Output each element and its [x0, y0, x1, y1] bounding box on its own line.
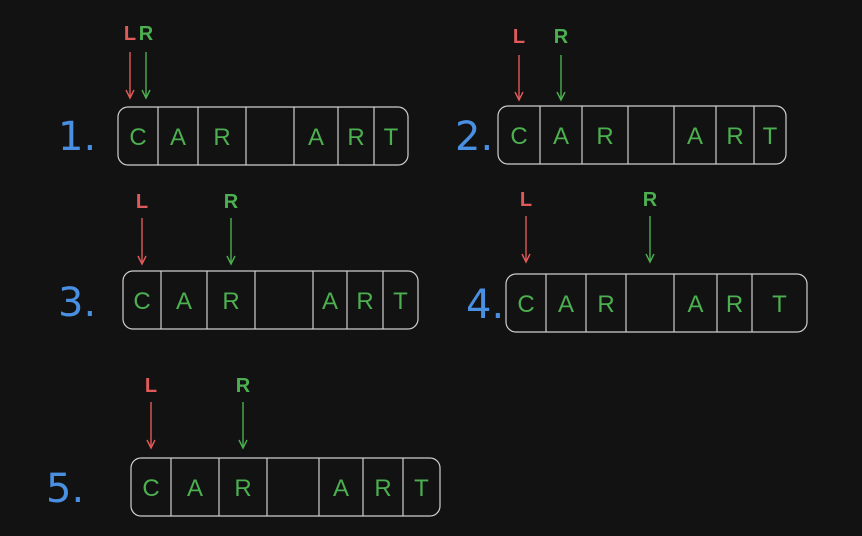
- array-cell-char: R: [374, 475, 391, 502]
- char-array-box: [497, 105, 787, 165]
- array-cell-char: R: [234, 475, 251, 502]
- right-pointer-arrow: [556, 55, 566, 102]
- left-pointer-arrow: [137, 218, 147, 266]
- array-cell-char: A: [322, 288, 338, 315]
- right-pointer-arrow: [141, 52, 151, 100]
- left-pointer-arrow: [521, 216, 531, 264]
- array-cell-char: A: [176, 288, 192, 315]
- right-pointer-arrow: [226, 218, 236, 266]
- left-pointer-arrow: [514, 55, 524, 102]
- array-cell-char: T: [393, 288, 408, 315]
- array-cell-char: A: [687, 291, 703, 318]
- right-pointer-arrow: [645, 216, 655, 264]
- array-cell-char: R: [726, 291, 743, 318]
- array-cell-char: R: [347, 124, 364, 151]
- right-pointer-label: R: [236, 375, 251, 397]
- array-cell-char: C: [133, 288, 150, 315]
- step-number-label: 5.: [46, 466, 84, 512]
- step-number-label: 3.: [58, 280, 96, 326]
- left-pointer-label: L: [520, 189, 532, 211]
- array-cell-char: C: [129, 124, 146, 151]
- array-cell-char: C: [510, 123, 527, 150]
- left-pointer-arrow: [125, 52, 135, 100]
- right-pointer-label: R: [554, 26, 569, 48]
- right-pointer-label: R: [139, 23, 154, 45]
- step-number-label: 1.: [58, 114, 96, 160]
- left-pointer-label: L: [145, 375, 157, 397]
- left-pointer-label: L: [136, 191, 148, 213]
- array-cell-char: A: [687, 123, 703, 150]
- array-cell-char: R: [356, 288, 373, 315]
- array-cell-char: R: [213, 124, 230, 151]
- array-cell-char: R: [596, 123, 613, 150]
- array-cell-char: R: [222, 288, 239, 315]
- array-cell-char: C: [142, 475, 159, 502]
- left-pointer-label: L: [513, 26, 525, 48]
- left-pointer-arrow: [146, 402, 156, 450]
- array-cell-char: T: [384, 124, 399, 151]
- char-array-box: [505, 273, 808, 333]
- char-array-box: [117, 106, 409, 166]
- step-number-label: 2.: [455, 114, 493, 160]
- array-cell-char: R: [726, 123, 743, 150]
- array-cell-char: A: [333, 475, 349, 502]
- array-cell-char: A: [553, 123, 569, 150]
- array-cell-char: R: [597, 291, 614, 318]
- array-cell-char: A: [308, 124, 324, 151]
- array-cell-char: A: [187, 475, 203, 502]
- array-cell-char: A: [558, 291, 574, 318]
- char-array-box: [130, 457, 441, 517]
- array-cell-char: T: [772, 291, 787, 318]
- right-pointer-label: R: [643, 189, 658, 211]
- char-array-box: [122, 270, 419, 330]
- left-pointer-label: L: [124, 23, 136, 45]
- step-number-label: 4.: [466, 282, 504, 328]
- right-pointer-arrow: [238, 402, 248, 450]
- array-cell-char: T: [414, 475, 429, 502]
- array-cell-char: C: [517, 291, 534, 318]
- array-cell-char: T: [763, 123, 778, 150]
- right-pointer-label: R: [224, 191, 239, 213]
- array-cell-char: A: [170, 124, 186, 151]
